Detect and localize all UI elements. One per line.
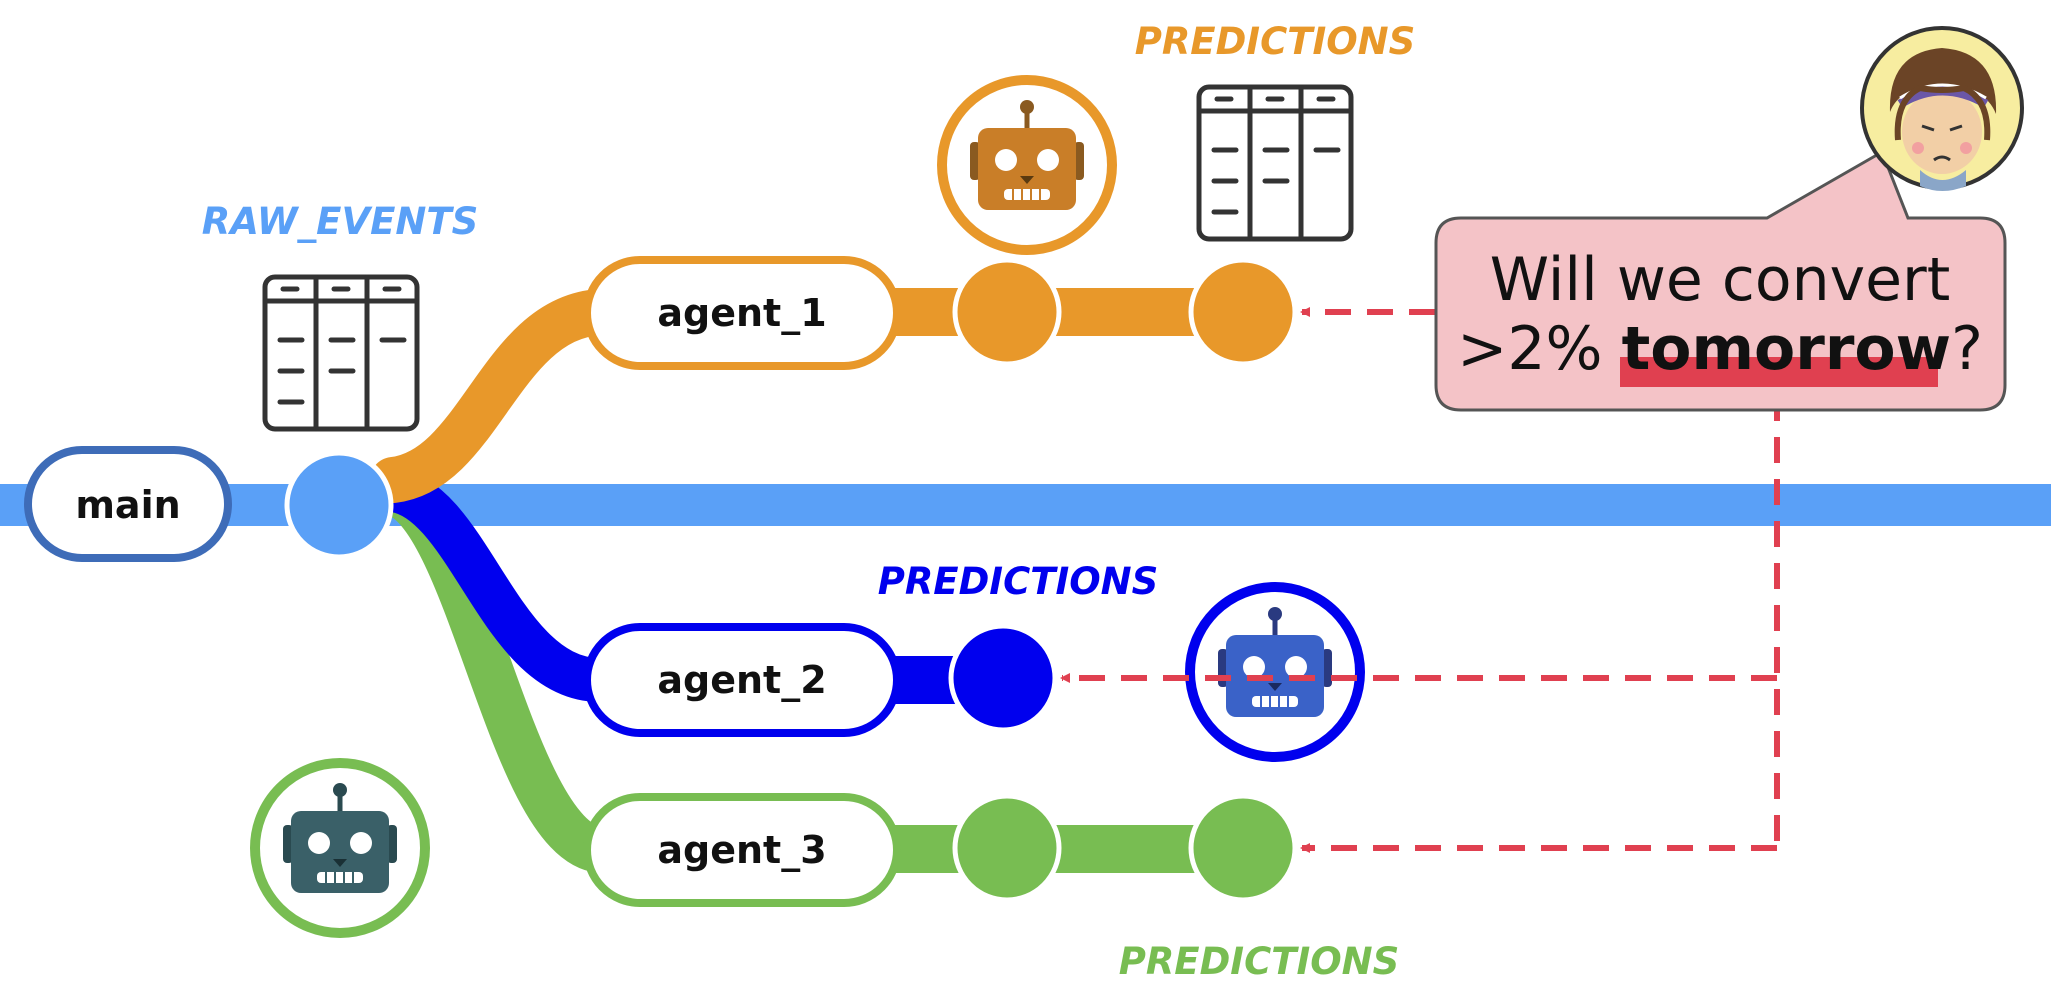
tomorrow-highlight [1620,357,1938,387]
agent-1-predictions-table-icon [1196,84,1354,242]
question-line-2: >2% tomorrow? [1457,314,1983,384]
agent-2-branch-curve [371,468,622,702]
agent-1-branch-curve [370,289,623,503]
agent-1-branch-pill: agent_1 [583,256,901,370]
agent-2-predictions-caption: PREDICTIONS [878,560,1159,603]
agent-1-predictions-caption: PREDICTIONS [1135,20,1416,63]
agent-1-prediction-node [1188,257,1298,367]
agent-2-branch-label: agent_2 [657,658,826,702]
question-tomorrow-emphasis: tomorrow [1622,314,1951,384]
agent-3-commit-node [952,793,1062,903]
main-commit-node [284,450,394,560]
question-mark: ? [1951,314,1983,384]
main-branch-label: main [75,483,180,527]
agent-2-robot-icon [1185,582,1365,762]
agent-3-branch-label: agent_3 [657,828,826,872]
agent-1-robot-icon [937,75,1117,255]
agent-2-branch-pill: agent_2 [583,623,901,737]
main-branch-pill: main [24,446,232,562]
question-line-1: Will we convert [1490,245,1951,315]
agent-3-prediction-node [1188,793,1298,903]
raw-events-caption: RAW_EVENTS [202,200,478,243]
agent-2-prediction-node [948,623,1058,733]
user-avatar [1860,26,2024,191]
agent-3-branch-pill: agent_3 [583,793,901,907]
agent-3-predictions-caption: PREDICTIONS [1119,940,1400,983]
agent-1-branch-label: agent_1 [657,291,826,335]
question-threshold: >2% [1457,314,1622,384]
agent-1-commit-node [952,257,1062,367]
agent-3-robot-icon [250,758,430,938]
raw-events-table-icon [262,274,420,432]
question-speech-bubble: Will we convert >2% tomorrow? [1434,149,2007,412]
question-arrows [1060,307,1780,853]
